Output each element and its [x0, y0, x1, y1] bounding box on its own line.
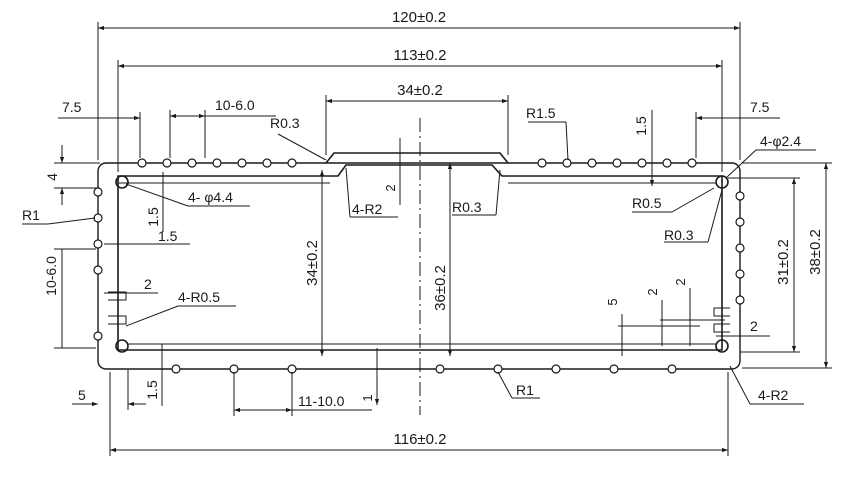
slot-right-lower: [713, 323, 730, 333]
callout-r1-left: R1: [22, 207, 96, 225]
right-slot-b-label: 2: [645, 288, 660, 295]
right-slot-dimension-c: 2: [660, 278, 725, 346]
callout-r05-right: R0.5: [632, 187, 715, 213]
slot-left-upper: [108, 291, 127, 301]
overall-width-label: 120±0.2: [392, 9, 446, 26]
left-slot-dimension: 2: [104, 276, 158, 294]
screw-boss-top-right: [715, 175, 729, 189]
right-outer-height-label: 38±0.2: [807, 229, 824, 275]
screw-boss-bottom-right: [715, 339, 729, 353]
top-groove-pitch-label: 10-6.0: [215, 97, 255, 113]
slot-left-lower: [108, 315, 127, 325]
callout-r15-label: R1.5: [526, 105, 556, 121]
right-slot-dimension-b: 2: [645, 288, 663, 346]
callout-r03-right: R0.3: [664, 189, 723, 243]
bottom-height-label: 1.5: [144, 380, 160, 400]
right-inner-height-dimension: 31±0.2: [728, 177, 800, 353]
top-channel-dimension: 34±0.2: [325, 82, 509, 155]
callout-r05-right-label: R0.5: [632, 195, 662, 211]
left-top-height-dimension: 4: [44, 145, 100, 205]
callout-r1-bottom: R1: [497, 371, 540, 399]
right-outer-height-dimension: 38±0.2: [742, 162, 832, 369]
top-channel-label: 34±0.2: [397, 82, 443, 99]
right-slot-dimension-a: 5: [605, 298, 700, 356]
bottom-width-dimension: 116±0.2: [109, 372, 729, 456]
left-offset-dimension: 7.5: [58, 99, 141, 158]
top-rib-height-label: 1.5: [633, 116, 649, 136]
callout-r1-bottom-label: R1: [516, 382, 534, 398]
overall-width-dimension: 120±0.2: [97, 9, 741, 160]
bottom-groove-pitch-label: 11-10.0: [298, 393, 345, 409]
inner-height-dimension: 34±0.2: [304, 170, 325, 356]
screw-boss-top-left: [115, 175, 129, 189]
left-width-a-dimension: 1.5: [145, 172, 164, 232]
inner-cavity-outline: [117, 164, 723, 351]
inner-width-label: 113±0.2: [394, 47, 447, 64]
bottom-height-dimension: 1.5: [144, 344, 163, 406]
callout-r2-inner-label: 4-R2: [352, 201, 383, 217]
left-bottom-width-label: 5: [78, 387, 86, 403]
callout-r05-left: 4-R0.5: [125, 289, 236, 327]
callout-r2-corner-label: 4-R2: [758, 387, 789, 403]
callout-r05-left-label: 4-R0.5: [178, 289, 220, 305]
callout-r03-right-label: R0.3: [664, 227, 694, 243]
bottom-step-dimension: 1: [360, 348, 380, 405]
callout-phi24: 4-φ2.4: [725, 133, 816, 179]
right-offset-label: 7.5: [750, 99, 770, 115]
left-top-height-label: 4: [44, 173, 60, 181]
inner-height-label: 34±0.2: [304, 240, 321, 286]
right-slot-d-label: 2: [750, 318, 758, 334]
callout-phi44-label: 4- φ4.4: [188, 189, 233, 205]
bottom-groove-pitch-dimension: 11-10.0: [233, 372, 372, 416]
bottom-width-label: 116±0.2: [394, 431, 447, 448]
callout-r03-center-label: R0.3: [452, 199, 482, 215]
top-grooves: [137, 158, 697, 168]
left-grooves: [93, 187, 103, 341]
callout-r03-left: R0.3: [270, 115, 327, 161]
channel-depth-label: 2: [383, 184, 398, 191]
bottom-step-label: 1: [360, 394, 375, 401]
inner-width-dimension: 113±0.2: [117, 47, 723, 172]
top-channel-outline: [325, 152, 509, 164]
right-slot-dimension-d: 2: [716, 318, 770, 337]
right-grooves: [735, 191, 745, 305]
right-slot-c-label: 2: [673, 278, 688, 285]
right-inner-height-label: 31±0.2: [775, 239, 792, 285]
callout-phi44: 4- φ4.4: [125, 183, 250, 207]
profile-outline: [97, 152, 741, 370]
left-width-b-dimension: 1.5: [104, 228, 190, 245]
top-rib-height-dimension: 1.5: [633, 110, 655, 186]
center-height-dimension: 36±0.2: [432, 163, 453, 356]
screw-boss-bottom-left: [115, 339, 129, 353]
left-width-a-label: 1.5: [145, 207, 161, 227]
side-groove-pitch-dimension: 10-6.0: [43, 248, 96, 349]
left-bottom-width-dimension: 5: [72, 370, 146, 410]
left-slot-label: 2: [144, 276, 152, 292]
left-width-b-label: 1.5: [158, 228, 178, 244]
right-slot-a-label: 5: [605, 298, 620, 305]
side-groove-pitch-label: 10-6.0: [43, 256, 59, 296]
callout-r03-center: R0.3: [452, 169, 501, 216]
left-offset-label: 7.5: [62, 99, 82, 115]
callout-r2-corner: 4-R2: [729, 365, 804, 405]
callout-r15: R1.5: [526, 105, 569, 161]
center-height-label: 36±0.2: [432, 265, 449, 311]
callout-r2-inner: 4-R2: [345, 167, 398, 218]
right-offset-dimension: 7.5: [695, 99, 780, 158]
top-groove-pitch-dimension: 10-6.0: [169, 97, 276, 158]
channel-depth-dimension: 2: [383, 138, 401, 205]
callout-r03-left-label: R0.3: [270, 115, 300, 131]
slot-right-upper: [713, 307, 730, 317]
callout-phi24-label: 4-φ2.4: [760, 133, 801, 149]
callout-r1-left-label: R1: [22, 207, 40, 223]
